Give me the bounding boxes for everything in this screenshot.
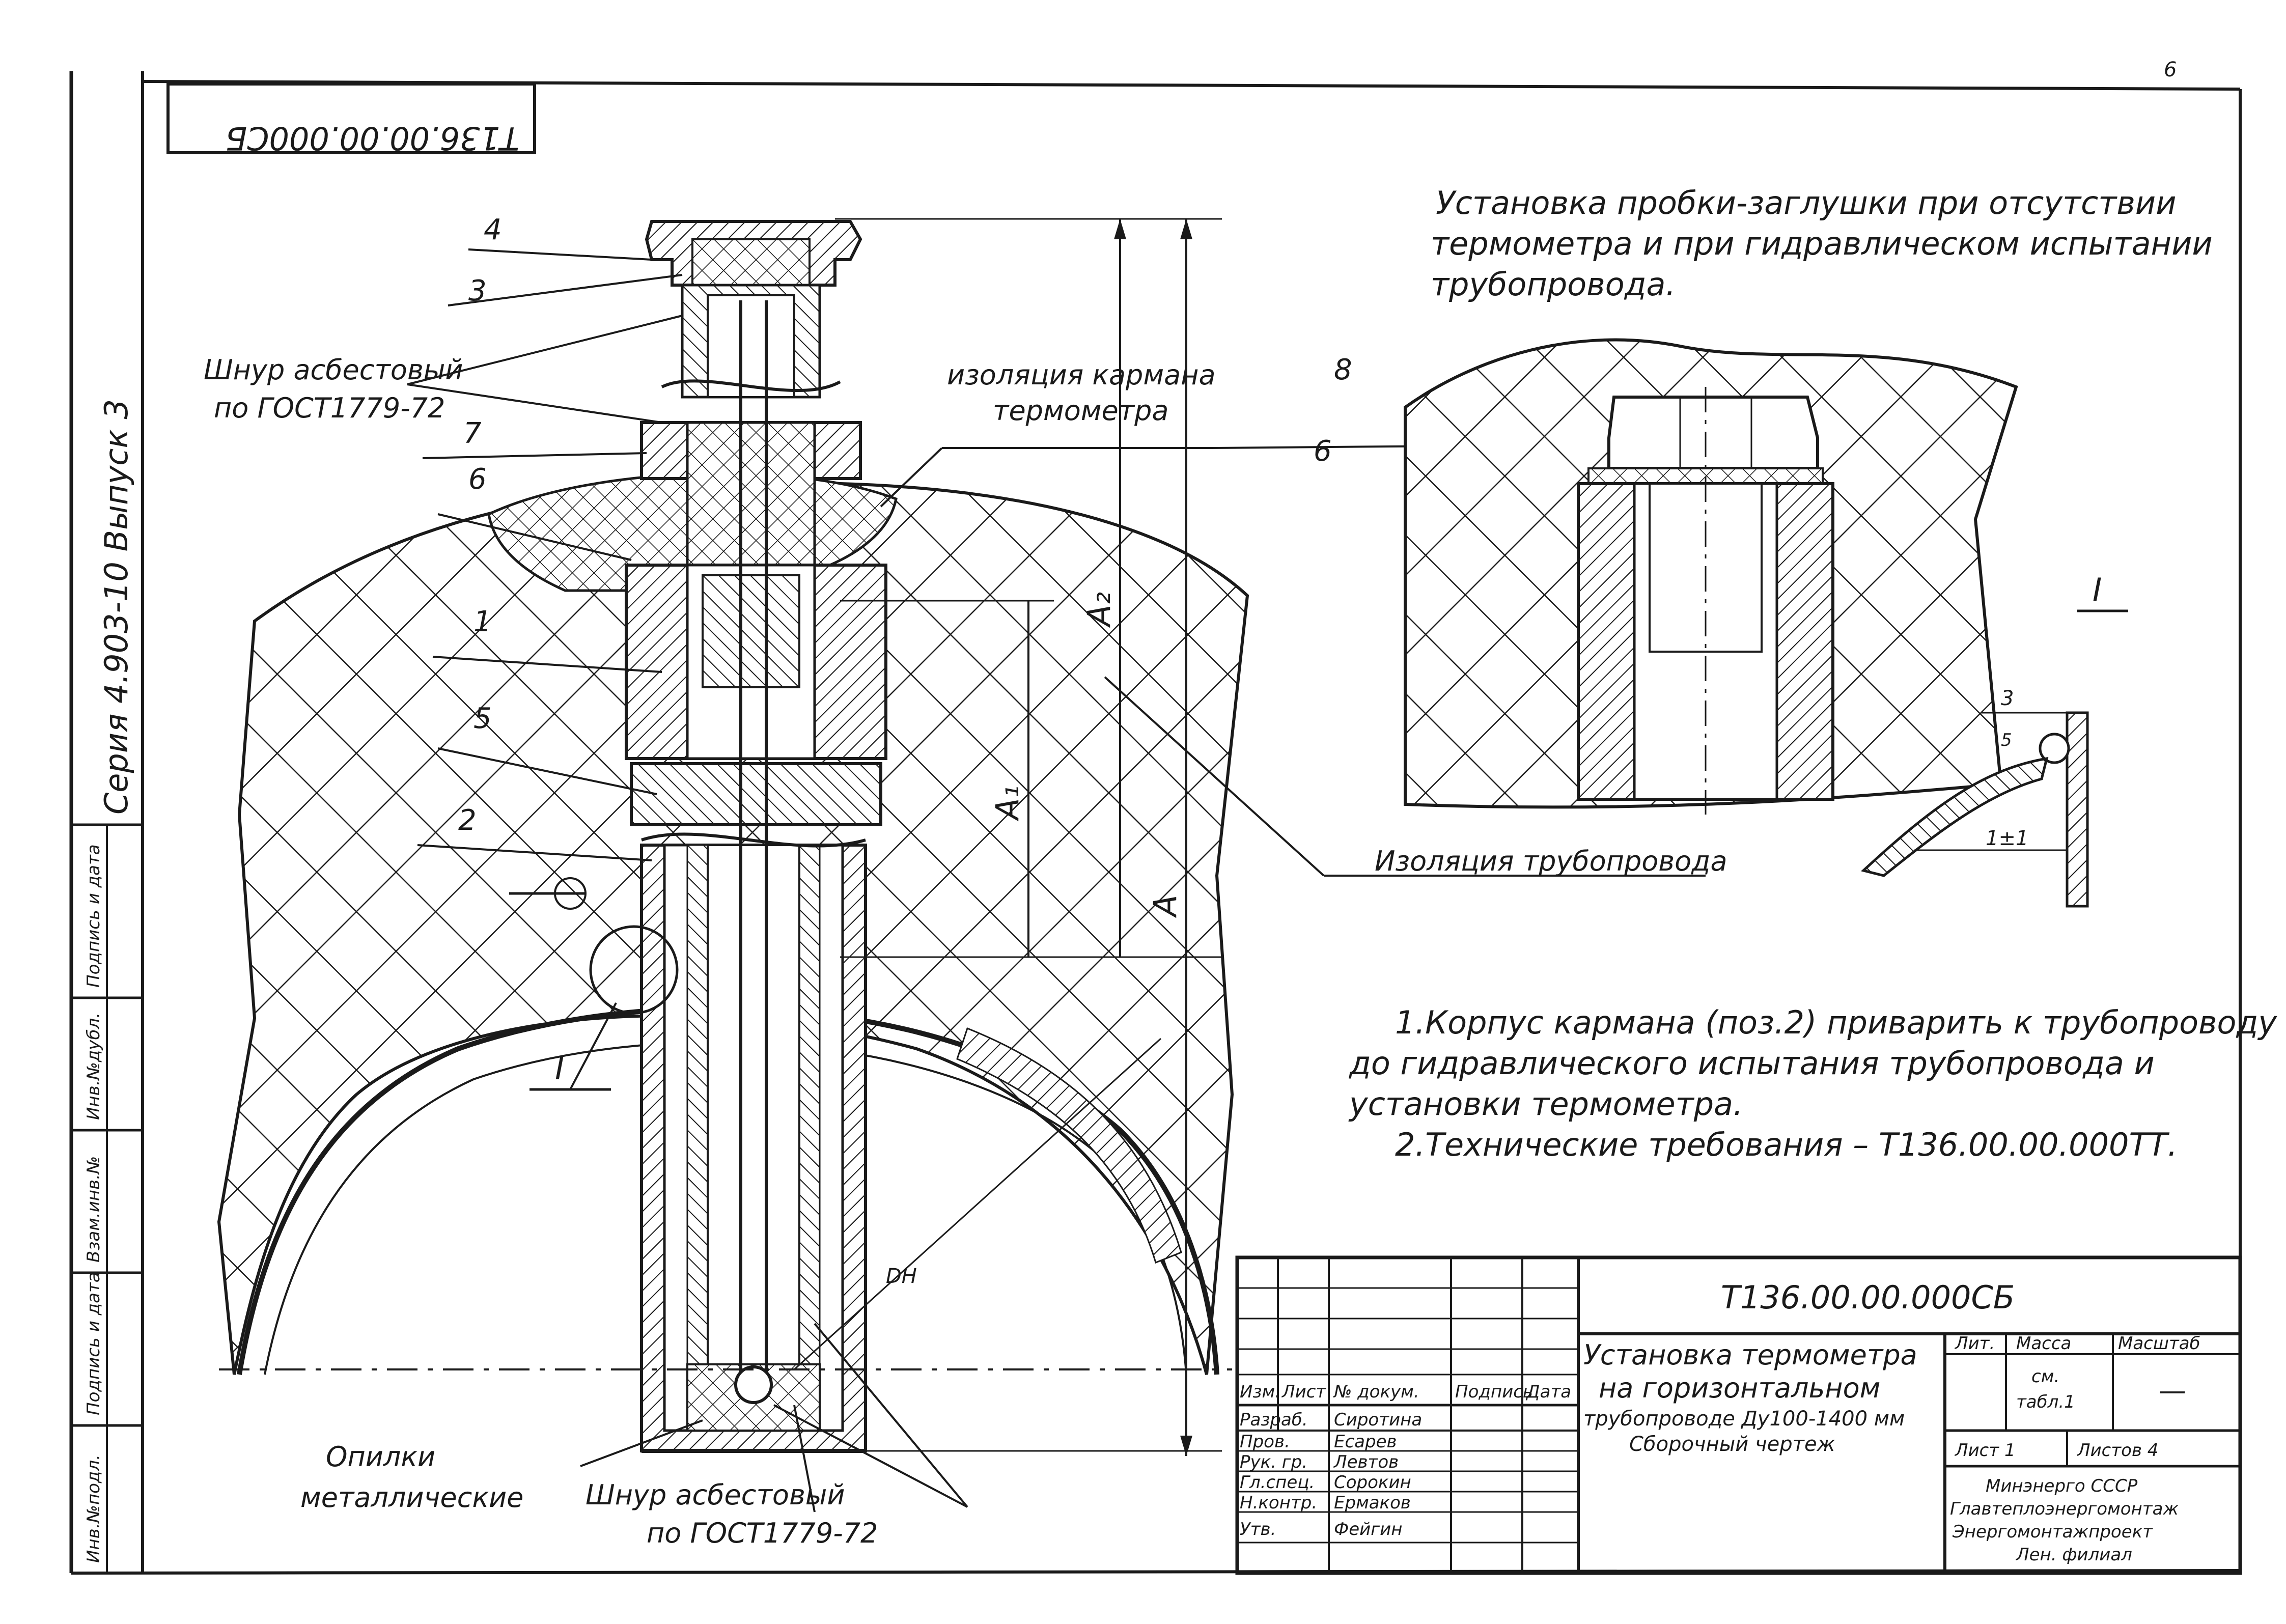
tb-org-1: Минэнерго СССР (1986, 1476, 2138, 1496)
callout-cord-top-line1: Шнур асбестовый (204, 354, 463, 386)
tb-name-3: Сорокин (1334, 1472, 1411, 1493)
callout-pocket-insul-line2: термометра (993, 395, 1169, 427)
detail-title-line1: Установка пробки-заглушки при отсутствии (1436, 184, 2177, 221)
tb-scale-value: — (2159, 1375, 2186, 1407)
side-stamp-columns (71, 823, 143, 1573)
plug-detail (1404, 338, 2018, 815)
tb-col-izm: Изм. (1240, 1382, 1280, 1402)
weld-detail (1860, 609, 2128, 908)
tb-name-2: Левтов (1333, 1452, 1399, 1472)
title-block-title-2: на горизонтальном (1599, 1372, 1880, 1404)
tb-role-5: Утв. (1240, 1519, 1276, 1539)
tb-mass-value-2: табл.1 (2016, 1392, 2075, 1412)
tb-sheets-label: Листов 4 (2076, 1440, 2158, 1461)
weld-dim-gap: 1±1 (1986, 827, 2028, 850)
series-label: Серия 4.903-10 Выпуск 3 (98, 399, 135, 815)
rotated-stamp-code: T136.00.00.000СБ (226, 120, 519, 157)
callout-pos-5: 5 (473, 702, 492, 735)
weld-dim-3: 3 (2001, 687, 2014, 710)
detail-callout-pos-8: 8 (1334, 353, 1352, 386)
tb-scale-label: Масштаб (2118, 1333, 2200, 1354)
page-number: 6 (2164, 58, 2177, 81)
tb-col-sign: Подпись (1455, 1382, 1533, 1402)
callout-pos-3: 3 (468, 274, 487, 307)
tb-name-4: Ермаков (1334, 1493, 1411, 1513)
callout-pos-4: 4 (484, 213, 502, 246)
dimensions (793, 218, 1222, 1456)
detail-pipe-insulation-label: Изоляция трубопровода (1375, 845, 1727, 877)
tb-role-0: Разраб. (1240, 1410, 1308, 1430)
tb-role-3: Гл.спец. (1240, 1472, 1315, 1493)
title-block-title-1: Установка термометра (1583, 1339, 1917, 1371)
callout-pos-2: 2 (458, 804, 477, 837)
side-col-inv-dubl: Инв.№дубл. (83, 1013, 104, 1120)
callout-pocket-insul-line1: изоляция кармана (947, 359, 1216, 391)
tb-col-list: Лист (1281, 1382, 1326, 1402)
dim-label-A: A (1147, 895, 1184, 918)
callout-filings-line1: Опилки (326, 1441, 435, 1473)
tb-sheet-label: Лист 1 (1954, 1440, 2016, 1461)
sheet-frame (69, 71, 2242, 1575)
tb-role-1: Пров. (1240, 1432, 1290, 1452)
callout-view-I: I (555, 1050, 564, 1087)
side-col-vzam: Взам.инв.№ (83, 1156, 104, 1263)
dim-label-A1: A₁ (989, 786, 1026, 822)
note-line-3: установки термометра. (1348, 1085, 1743, 1123)
tb-mass-value-1: см. (2031, 1366, 2059, 1387)
title-block-code: Т136.00.00.000СБ (1721, 1279, 2015, 1316)
detail-title-line2: термометра и при гидравлическом испытани… (1431, 225, 2213, 262)
tb-org-3: Энергомонтажпроект (1952, 1522, 2153, 1542)
tb-role-2: Рук. гр. (1240, 1452, 1307, 1472)
callout-pos-1: 1 (473, 605, 492, 638)
note-line-1: 1.Корпус кармана (поз.2) приварить к тру… (1395, 1004, 2277, 1041)
detail-title-line3: трубопровода. (1431, 266, 1676, 303)
dim-label-DN: DH (886, 1265, 917, 1288)
pipe-wall-hatch-band (956, 1027, 1182, 1264)
tb-mass-label: Масса (2016, 1333, 2071, 1354)
side-column-labels: Инв.№подл. Подпись и дата Взам.инв.№ Инв… (83, 844, 104, 1563)
detail-callout-pos-6: 6 (1314, 435, 1332, 468)
side-col-sign-date-2: Подпись и дата (83, 844, 104, 988)
detail-view-I-title: I (2093, 571, 2102, 608)
callout-cord-bottom-line2: по ГОСТ1779-72 (647, 1517, 878, 1549)
tb-org-4: Лен. филиал (2015, 1545, 2132, 1565)
note-line-4: 2.Технические требования – Т136.00.00.00… (1395, 1126, 2178, 1163)
side-col-inv-podl: Инв.№подл. (83, 1454, 104, 1563)
side-col-sign-date-1: Подпись и дата (83, 1272, 104, 1415)
callout-pos-6: 6 (468, 463, 487, 496)
view-I-marker (509, 877, 679, 1091)
title-block-title-3: трубопроводе Ду100-1400 мм (1583, 1407, 1905, 1431)
tb-role-4: Н.контр. (1240, 1493, 1317, 1513)
title-block-title-4: Сборочный чертеж (1629, 1433, 1835, 1456)
callout-cord-top-line2: по ГОСТ1779-72 (214, 392, 445, 424)
note-line-2: до гидравлического испытания трубопровод… (1349, 1045, 2155, 1082)
thermometer-assembly (625, 220, 887, 1453)
weld-dim-5: 5 (2001, 730, 2012, 750)
tb-org-2: Главтеплоэнергомонтаж (1950, 1499, 2179, 1519)
title-block-grid (1235, 1255, 2242, 1575)
tb-lit-label: Лит. (1954, 1333, 1995, 1354)
dim-label-A2: A₂ (1080, 592, 1118, 628)
leader-lines (407, 248, 1808, 1513)
tb-name-0: Сиротина (1334, 1410, 1422, 1430)
tb-name-5: Фейгин (1334, 1519, 1402, 1539)
tb-name-1: Есарев (1334, 1432, 1397, 1452)
callout-pos-7: 7 (463, 417, 482, 450)
callout-filings-line2: металлические (300, 1481, 523, 1514)
tb-col-doc: № докум. (1333, 1382, 1419, 1402)
tb-col-date: Дата (1525, 1382, 1571, 1402)
callout-cord-bottom-line1: Шнур асбестовый (586, 1479, 845, 1511)
